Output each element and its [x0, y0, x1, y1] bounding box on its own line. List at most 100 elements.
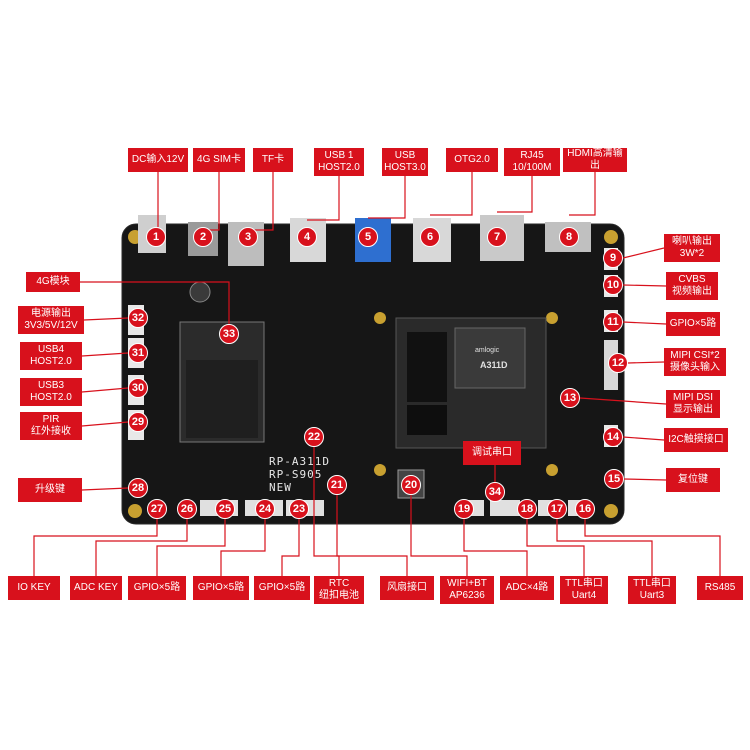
label-adckey: ADC KEY — [70, 576, 122, 600]
capacitor — [189, 281, 211, 303]
silk-line-3: NEW — [269, 481, 292, 494]
silk-line-1: RP-A311D — [269, 455, 330, 468]
leader-line-power — [83, 317, 129, 321]
label-gpio23: GPIO×5路 — [254, 576, 310, 600]
leader-line-mipidsi — [579, 397, 667, 405]
leader-line-usbhost3 — [368, 176, 406, 219]
leader-line-uart4 — [526, 519, 585, 576]
label-pir: PIR 红外接收 — [20, 412, 82, 440]
marker-pir: 29 — [128, 412, 148, 432]
leader-line-mipicsi — [627, 361, 665, 364]
label-rs485: RS485 — [697, 576, 743, 600]
mount-hole — [546, 464, 558, 476]
leader-line-gpio23 — [281, 519, 300, 576]
marker-iokey: 27 — [147, 499, 167, 519]
label-cvbs: CVBS 视频输出 — [666, 272, 718, 300]
marker-uart3: 17 — [547, 499, 567, 519]
label-rtc: RTC 纽扣电池 — [314, 576, 364, 604]
label-usbhost3: USB HOST3.0 — [382, 148, 428, 176]
marker-rs485: 16 — [575, 499, 595, 519]
label-gpio11: GPIO×5路 — [666, 312, 720, 336]
leader-line-gpio11 — [622, 321, 667, 325]
marker-speaker: 9 — [603, 248, 623, 268]
marker-gpio25: 25 — [215, 499, 235, 519]
marker-fan: 21 — [327, 475, 347, 495]
marker-wifi: 20 — [401, 475, 421, 495]
label-mipicsi: MIPI CSI*2 摄像头输入 — [664, 348, 726, 376]
marker-debug: 34 — [485, 482, 505, 502]
marker-i2c: 14 — [603, 427, 623, 447]
leader-line-otg — [430, 172, 473, 216]
leader-line-reset — [623, 478, 667, 481]
label-wifi: WIFI+BT AP6236 — [440, 576, 494, 604]
marker-reset: 15 — [604, 469, 624, 489]
label-speaker: 喇叭输出 3W*2 — [664, 234, 720, 262]
marker-gpio24: 24 — [255, 499, 275, 519]
label-fan: 风扇接口 — [380, 576, 434, 600]
marker-otg: 6 — [420, 227, 440, 247]
leader-line-hdmi — [569, 172, 596, 216]
leader-line-i2c — [622, 436, 665, 441]
label-mipidsi: MIPI DSI 显示输出 — [666, 390, 720, 418]
marker-tf: 3 — [238, 227, 258, 247]
soc-brand: amlogic — [475, 347, 500, 354]
leader-line-rtc — [313, 447, 340, 576]
marker-gpio23: 23 — [289, 499, 309, 519]
leader-line-usb1 — [307, 176, 340, 221]
marker-usbhost3: 5 — [358, 227, 378, 247]
label-uart4: TTL串口 Uart4 — [560, 576, 608, 604]
marker-hdmi: 8 — [559, 227, 579, 247]
label-hdmi: HDMI高清输出 — [563, 148, 627, 172]
soc-chip — [454, 327, 526, 389]
leader-line-usb4 — [81, 352, 129, 357]
label-reset: 复位键 — [666, 468, 720, 492]
leader-line-rj45 — [497, 176, 533, 213]
callout-lines — [33, 172, 721, 576]
emmc-chip — [407, 405, 447, 435]
marker-rj45: 7 — [487, 227, 507, 247]
leader-line-gpio24 — [220, 519, 266, 576]
leader-line-iokey — [33, 519, 158, 576]
marker-rtc: 22 — [304, 427, 324, 447]
mount-hole — [128, 504, 142, 518]
label-4g: 4G模块 — [26, 272, 80, 292]
marker-usb1: 4 — [297, 227, 317, 247]
leader-line-cvbs — [622, 284, 667, 287]
leader-line-upgrade — [81, 487, 129, 491]
label-usb3: USB3 HOST2.0 — [20, 378, 82, 406]
mount-hole — [546, 312, 558, 324]
marker-adckey: 26 — [177, 499, 197, 519]
leader-line-4g — [80, 281, 230, 324]
label-otg: OTG2.0 — [446, 148, 498, 172]
label-uart3: TTL串口 Uart3 — [628, 576, 676, 604]
marker-usb4: 31 — [128, 343, 148, 363]
ram-chip — [407, 332, 447, 402]
label-usb1: USB 1 HOST2.0 — [314, 148, 364, 176]
leader-line-adckey — [95, 519, 188, 576]
label-adc: ADC×4路 — [500, 576, 554, 600]
label-debug: 调试串口 — [463, 441, 521, 465]
label-iokey: IO KEY — [8, 576, 60, 600]
leader-line-adc — [463, 519, 528, 576]
silk-line-2: RP-S905 — [269, 468, 323, 481]
mount-hole — [374, 312, 386, 324]
marker-mipicsi: 12 — [608, 353, 628, 373]
label-rj45: RJ45 10/100M — [504, 148, 560, 176]
leader-line-speaker — [622, 247, 665, 259]
leader-line-pir — [81, 421, 129, 427]
label-power: 电源输出 3V3/5V/12V — [18, 306, 84, 334]
label-upgrade: 升级键 — [18, 478, 82, 502]
leader-line-sim — [203, 172, 220, 231]
marker-usb3: 30 — [128, 378, 148, 398]
marker-gpio11: 11 — [603, 312, 623, 332]
leader-line-gpio25 — [156, 519, 226, 576]
label-dc: DC输入12V — [128, 148, 188, 172]
marker-upgrade: 28 — [128, 478, 148, 498]
label-sim: 4G SIM卡 — [193, 148, 245, 172]
leader-line-wifi — [410, 495, 468, 576]
leader-line-rs485 — [584, 519, 721, 576]
marker-4g: 33 — [219, 324, 239, 344]
marker-cvbs: 10 — [603, 275, 623, 295]
